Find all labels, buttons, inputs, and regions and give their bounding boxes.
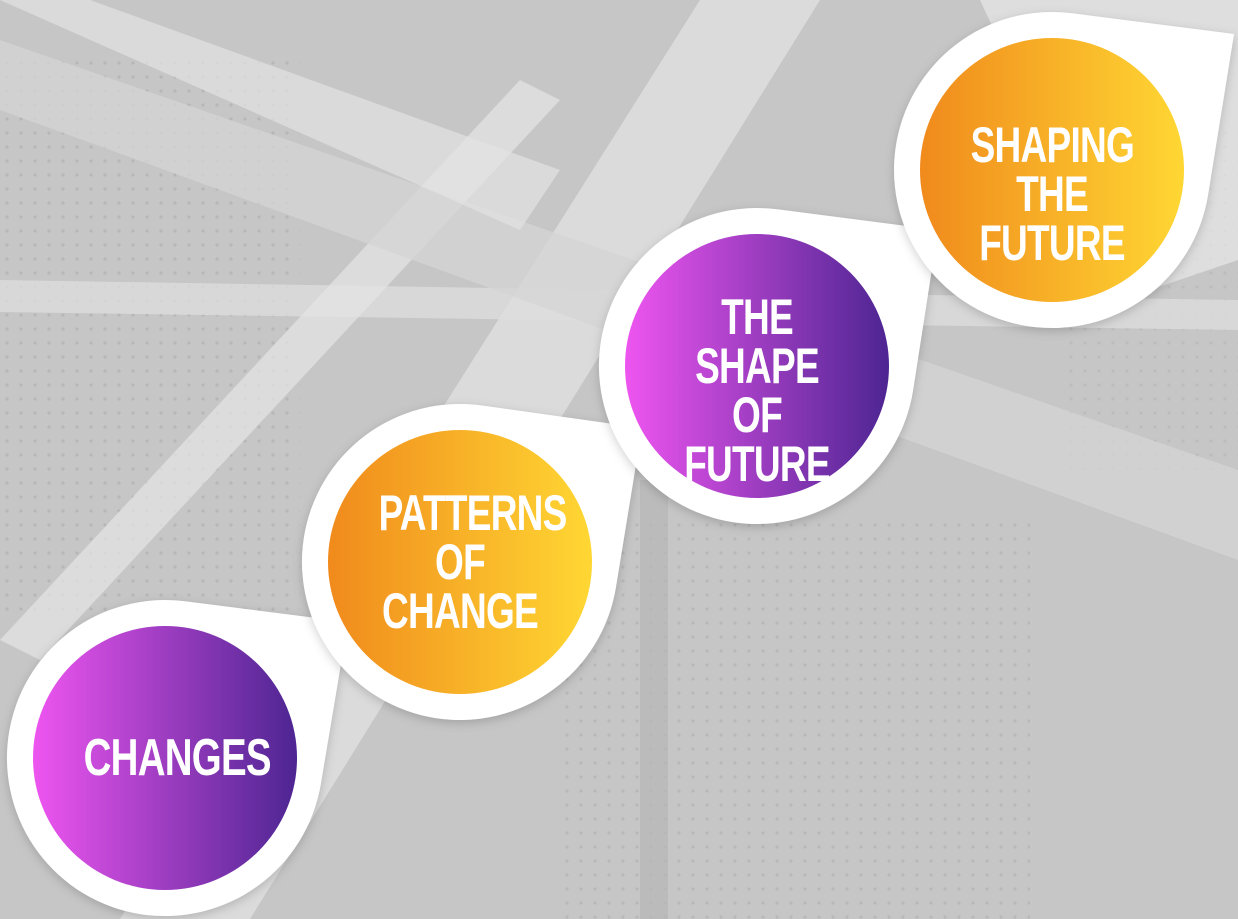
step-circle xyxy=(625,234,889,498)
bubbles-layer xyxy=(6,12,1234,917)
step-3 xyxy=(598,207,938,524)
step-4 xyxy=(894,12,1234,329)
vertical-post xyxy=(640,480,668,919)
step-circle xyxy=(920,38,1184,302)
perforated-panel-center xyxy=(560,520,1030,919)
step-1 xyxy=(6,600,349,917)
step-2 xyxy=(301,403,642,720)
beam-upper xyxy=(0,0,560,230)
step-circle xyxy=(328,430,592,694)
step-circle xyxy=(33,626,297,890)
